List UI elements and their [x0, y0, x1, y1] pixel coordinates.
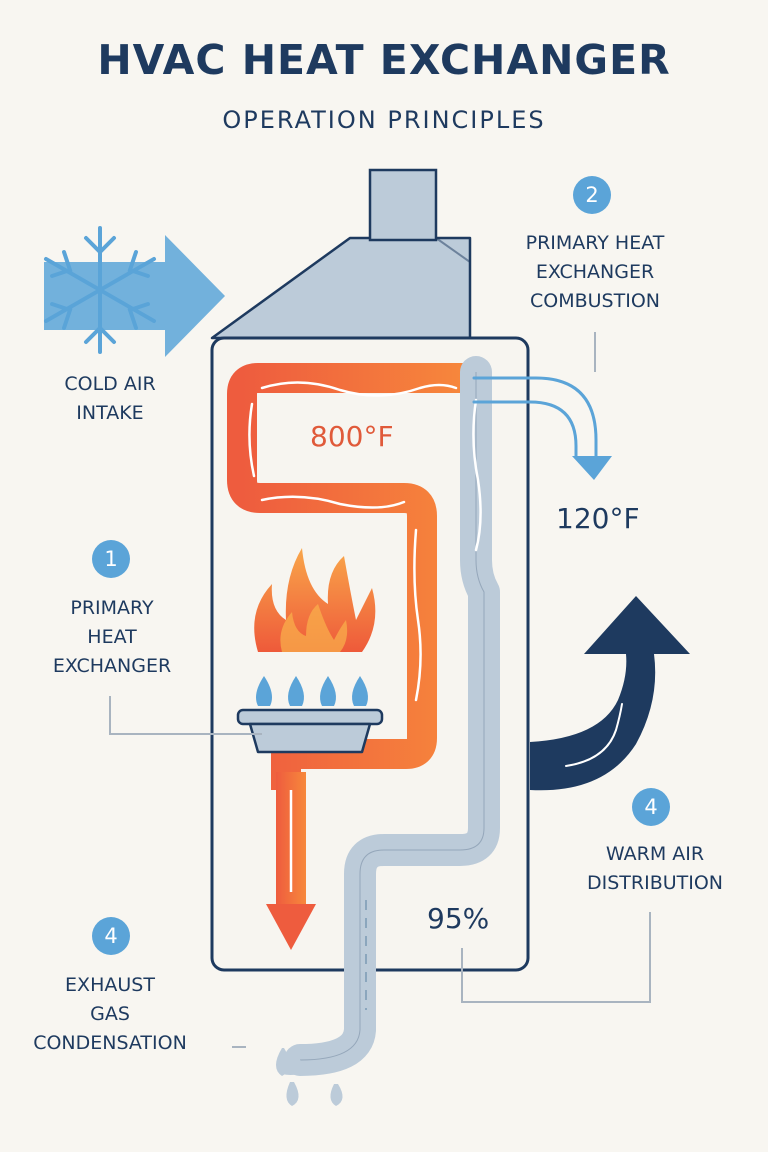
- step-badge-4-warm-air: 4: [632, 788, 670, 826]
- leader-lines: [109, 332, 651, 1048]
- primary-heat-exchanger-combustion-label: PRIMARY HEAT EXCHANGER COMBUSTION: [525, 232, 665, 312]
- flue-temperature-readout: 800°F: [310, 420, 394, 453]
- efficiency-readout: 95%: [427, 902, 490, 935]
- diagram-title: HVAC HEAT EXCHANGER: [97, 36, 671, 84]
- burner-flames: [256, 676, 368, 706]
- step-badge-4-exhaust: 4: [92, 917, 130, 955]
- exhaust-temperature-readout: 120°F: [556, 502, 640, 535]
- cold-air-intake-label: COLD AIR INTAKE: [64, 373, 156, 424]
- step-badge-2: 2: [573, 176, 611, 214]
- exhaust-gas-condensation-label: EXHAUST GAS CONDENSATION: [33, 974, 187, 1054]
- step-badge-1: 1: [92, 540, 130, 578]
- exhaust-outlet-arrow: [472, 376, 598, 458]
- warm-air-distribution-label: WARM AIR DISTRIBUTION: [586, 843, 724, 894]
- chimney: [210, 168, 472, 340]
- cold-air-arrow: [44, 235, 225, 357]
- secondary-flue-pipe: [284, 356, 500, 1076]
- water-drop-icon: [276, 1048, 343, 1106]
- primary-heat-exchanger-label: PRIMARY HEAT EXCHANGER: [52, 597, 172, 677]
- flame-icon: [254, 548, 376, 652]
- diagram-subtitle: OPERATION PRINCIPLES: [222, 106, 546, 134]
- heat-exchanger-tube: [227, 363, 470, 790]
- burner-icon: [236, 708, 384, 754]
- warm-air-arrow: [530, 596, 690, 791]
- hot-exhaust-arrow: [266, 772, 316, 950]
